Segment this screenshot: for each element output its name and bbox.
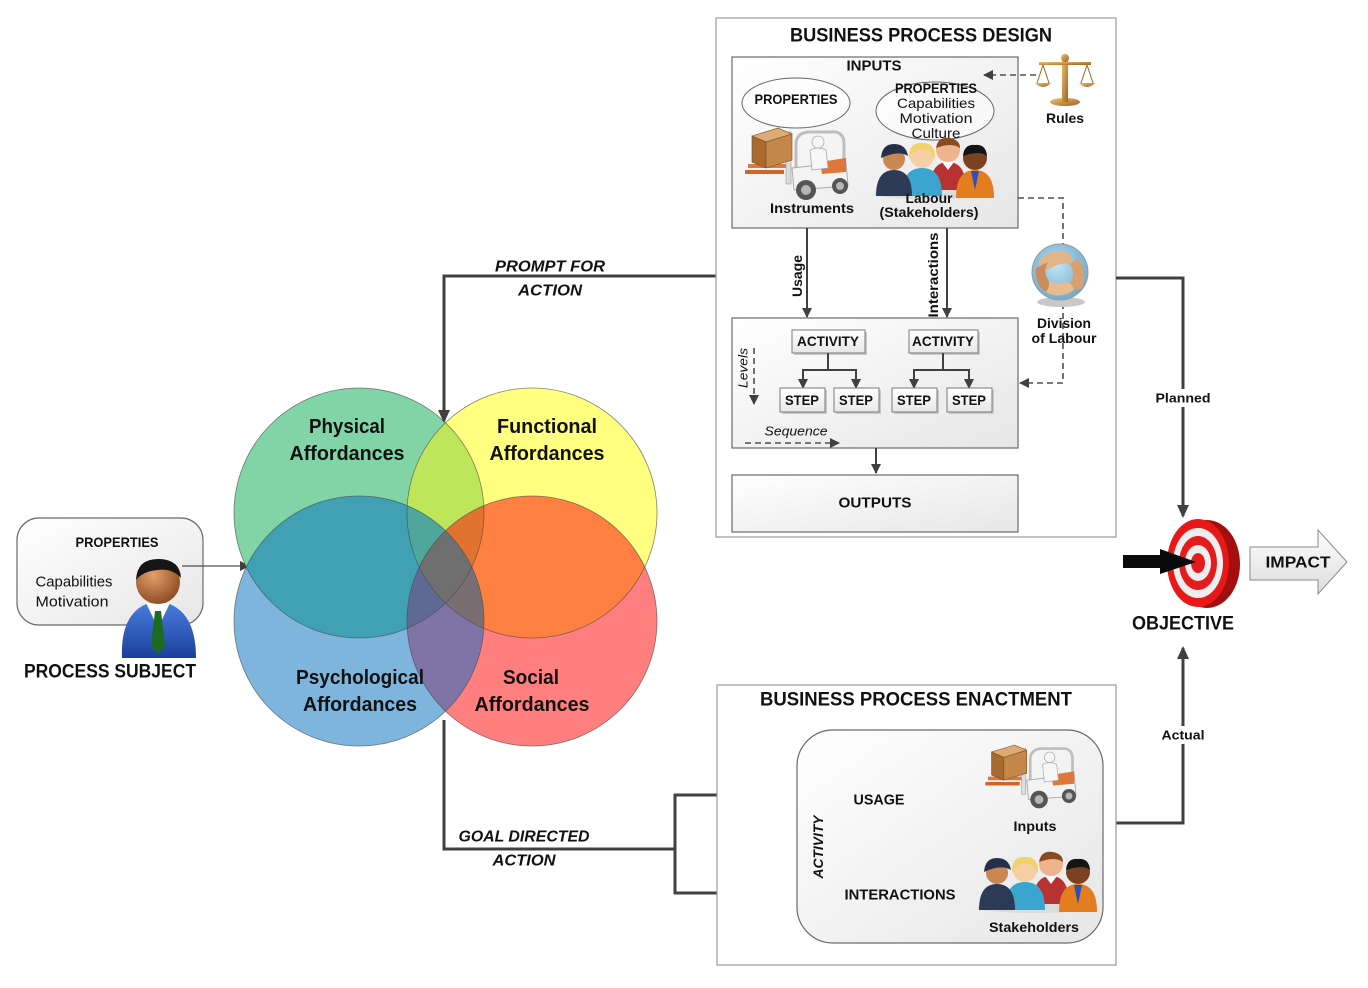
enactment-inputs-label: Inputs	[1014, 818, 1057, 834]
rules-label: Rules	[1046, 110, 1084, 126]
business-process-enactment-panel: BUSINESS PROCESS ENACTMENT ACTIVITY USAG…	[716, 684, 1117, 966]
venn-overlap-p-f-psy	[407, 496, 484, 638]
labour-property-motivation: Motivation	[900, 110, 973, 126]
step-box	[891, 387, 938, 413]
goal-label-line1: GOAL DIRECTED	[459, 829, 590, 846]
labour-properties-label: PROPERTIES	[895, 80, 977, 96]
enactment-interactions-label: INTERACTIONS	[845, 887, 956, 904]
outputs-box	[731, 474, 1019, 533]
labour-property-culture: Culture	[912, 125, 961, 141]
planned-arrow	[1116, 276, 1189, 518]
goal-label-line2: ACTION	[491, 853, 555, 870]
process-subject-title: PROCESS SUBJECT	[24, 662, 196, 683]
scales-icon	[1035, 54, 1095, 106]
subject-property-motivation: Motivation	[36, 594, 109, 611]
step-box	[946, 387, 993, 413]
objective-label: OBJECTIVE	[1132, 614, 1234, 635]
instruments-label: Instruments	[770, 200, 854, 216]
stakeholders-label: (Stakeholders)	[880, 204, 979, 220]
actual-arrow	[1116, 646, 1189, 825]
process-subject: PROPERTIES Capabilities Motivation PROCE…	[16, 517, 250, 683]
design-title: BUSINESS PROCESS DESIGN	[790, 26, 1052, 47]
impact-label: IMPACT	[1266, 555, 1331, 572]
planned-label: Planned	[1156, 391, 1211, 406]
target-arrow-icon	[1123, 549, 1196, 574]
step-label: STEP	[897, 392, 931, 408]
activity-2: ACTIVITY STEP STEP	[891, 329, 994, 414]
labour-property-capabilities: Capabilities	[897, 95, 975, 111]
activity-label: ACTIVITY	[912, 333, 975, 349]
functional-label: Functional	[497, 416, 597, 438]
division-of-labour-arrow	[1018, 197, 1064, 388]
step-box	[779, 387, 826, 413]
physical-label: Physical	[309, 416, 385, 438]
interactions-label: Interactions	[925, 232, 941, 317]
activity-1: ACTIVITY STEP STEP	[779, 329, 881, 414]
businessman-icon	[121, 558, 196, 658]
psychological-label: Psychological	[296, 667, 424, 689]
step-label: STEP	[952, 392, 986, 408]
activity-label: ACTIVITY	[797, 333, 860, 349]
step-label: STEP	[839, 392, 873, 408]
step-label: STEP	[785, 392, 819, 408]
social-label: Social	[503, 667, 559, 689]
joined-hands-icon	[1031, 243, 1089, 307]
prompt-label-line1: PROMPT FOR	[495, 259, 605, 276]
step-box	[833, 387, 880, 413]
prompt-label-line2: ACTION	[517, 283, 583, 300]
enactment-title: BUSINESS PROCESS ENACTMENT	[760, 690, 1072, 711]
psychological-affordances-label: Affordances	[303, 694, 417, 716]
subject-properties-label: PROPERTIES	[76, 534, 159, 550]
social-affordances-label: Affordances	[475, 694, 590, 716]
forklift-icon	[745, 127, 849, 200]
labour-properties-bubble	[875, 81, 995, 141]
forklift-icon	[985, 744, 1077, 809]
impact-arrow	[1249, 528, 1348, 596]
enactment-activity-label: ACTIVITY	[810, 814, 826, 880]
actual-label: Actual	[1162, 728, 1205, 743]
usage-label: Usage	[789, 255, 805, 297]
inputs-title: INPUTS	[847, 58, 902, 75]
functional-affordances-label: Affordances	[490, 443, 605, 465]
target-icon	[1167, 519, 1240, 608]
levels-label: Levels	[736, 347, 751, 388]
people-group-icon	[874, 137, 994, 199]
people-group-icon	[977, 851, 1097, 913]
business-process-design-panel: BUSINESS PROCESS DESIGN INPUTS PROPERTIE…	[715, 17, 1117, 538]
sequence-label: Sequence	[765, 424, 828, 439]
physical-affordances-label: Affordances	[290, 443, 405, 465]
outputs-label: OUTPUTS	[839, 495, 912, 512]
goal-directed-action-line	[442, 720, 675, 851]
enactment-stakeholders-label: Stakeholders	[989, 919, 1079, 935]
division-label: Division	[1037, 315, 1091, 331]
of-labour-label: of Labour	[1032, 330, 1098, 346]
prompt-for-action-arrow	[438, 274, 716, 423]
instrument-properties-bubble	[741, 77, 851, 129]
affordances-venn: Physical Affordances Functional Affordan…	[233, 387, 658, 747]
instrument-properties-label: PROPERTIES	[755, 91, 838, 107]
subject-property-capabilities: Capabilities	[36, 574, 113, 591]
venn-overlap-p-f-s	[407, 496, 484, 638]
enactment-usage-label: USAGE	[854, 792, 905, 809]
labour-label: Labour	[906, 190, 954, 206]
